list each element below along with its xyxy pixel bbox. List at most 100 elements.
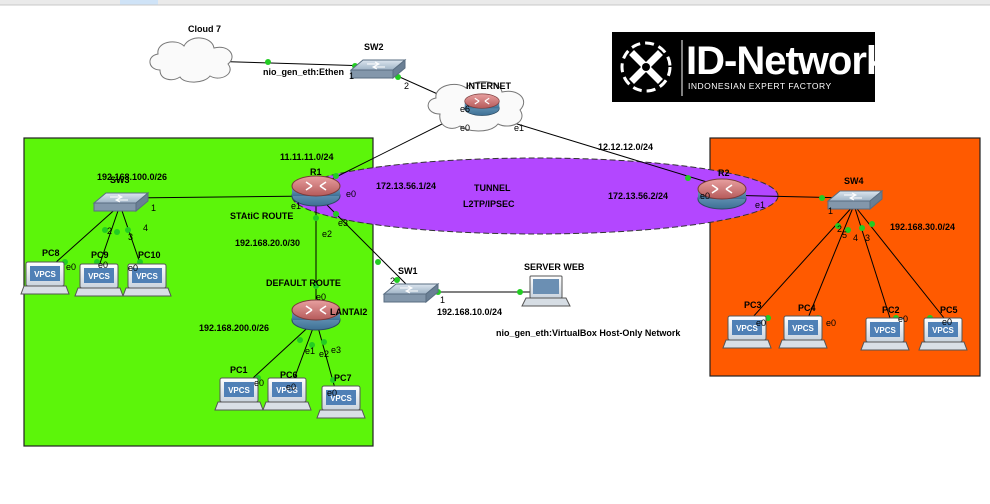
pc-pc9[interactable]: VPCS [74, 263, 124, 297]
r2-label: R2 [718, 168, 730, 178]
switch-sw3[interactable] [93, 192, 149, 212]
pc10-port: e0 [128, 263, 138, 273]
pc9-label: PC9 [91, 250, 109, 260]
sw4-port-5: 5 [842, 230, 847, 240]
pc-base [262, 401, 312, 411]
sw4-label: SW4 [844, 176, 864, 186]
r1-port-e1: e1 [291, 201, 301, 211]
vpcs-badge: VPCS [228, 386, 250, 395]
internet-label: INTERNET [466, 81, 512, 91]
sw4-port-3: 3 [865, 233, 870, 243]
switch-sw4[interactable] [827, 190, 883, 210]
pc-pc10[interactable]: VPCS [122, 263, 172, 297]
vpcs-badge: VPCS [932, 326, 954, 335]
pc-base [918, 341, 968, 351]
pc5-label: PC5 [940, 305, 958, 315]
pc-base [316, 409, 366, 419]
lantai2-port-e2: e2 [319, 349, 329, 359]
top-toolbar-edge [0, 0, 990, 5]
pc7-port: e0 [327, 388, 337, 398]
internet-port-e6: e6 [460, 104, 470, 114]
cloud-link-label: nio_gen_eth:Ethen [263, 67, 344, 77]
pc-pc8[interactable]: VPCS [20, 261, 70, 295]
pc-base [20, 285, 70, 295]
vpcs-badge: VPCS [136, 272, 158, 281]
sw4-port-4: 4 [853, 233, 858, 243]
server-label: SERVER WEB [524, 262, 585, 272]
server-subnet: 192.168.10.0/24 [437, 307, 502, 317]
link-r1-lantai2-subnet: 192.168.20.0/30 [235, 238, 300, 248]
pc-screen [326, 390, 356, 405]
pc-screen [132, 268, 162, 283]
pc-pc1[interactable]: VPCS [214, 377, 264, 411]
sw1-label: SW1 [398, 266, 418, 276]
r1-static-route-note: STAtiC ROUTE [230, 211, 293, 221]
pc-pc2[interactable]: VPCS [860, 317, 910, 351]
vpcs-badge: VPCS [330, 394, 352, 403]
r1-port-e0: e0 [346, 189, 356, 199]
pc5-port: e0 [942, 317, 952, 327]
switch-sw1[interactable] [383, 283, 439, 303]
r1-port-e3: e3 [338, 218, 348, 228]
r1-port-e2: e2 [322, 229, 332, 239]
server-nio: nio_gen_eth:VirtualBox Host-Only Network [496, 328, 681, 338]
pc-pc4[interactable]: VPCS [778, 315, 828, 349]
sw3-label: SW3 [110, 175, 130, 185]
r2-port-e0: e0 [700, 191, 710, 201]
sw1-port-1: 1 [440, 295, 445, 305]
pc-base [122, 287, 172, 297]
pc-screen [272, 382, 302, 397]
logo-subtitle: INDONESIAN EXPERT FACTORY [688, 81, 832, 91]
pc-screen [224, 382, 254, 397]
pc2-label: PC2 [882, 305, 900, 315]
vpcs-badge: VPCS [276, 386, 298, 395]
pc-screen [928, 322, 958, 337]
id-networkers-logo: ID-Networkers INDONESIAN EXPERT FACTORY [612, 32, 945, 102]
lantai2-subnet: 192.168.200.0/26 [199, 323, 269, 333]
x-logo-icon [620, 41, 672, 93]
sw1-port-2: 2 [390, 276, 395, 286]
pcs-layer: VPCSPC8e0VPCSPC9e0VPCSPC10e0VPCSPC1e0VPC… [20, 248, 968, 419]
lantai2-port-e3: e3 [331, 345, 341, 355]
pc-screen [732, 320, 762, 335]
r2-port-e1: e1 [755, 200, 765, 210]
pc-base [722, 339, 772, 349]
sw4-port-2: 2 [837, 224, 842, 234]
r1-wan-ip: 11.11.11.0/24 [280, 152, 334, 162]
pc-base [778, 339, 828, 349]
pc-base [860, 341, 910, 351]
server-web[interactable] [521, 275, 571, 307]
internet-port-e1: e1 [514, 123, 524, 133]
sw2-port-1: 1 [349, 71, 354, 81]
switch-sw2[interactable] [350, 59, 406, 79]
sw3-port-2: 2 [107, 226, 112, 236]
r2-wan-ip: 12.12.12.0/24 [598, 142, 653, 152]
pc-screen [84, 268, 114, 283]
pc7-label: PC7 [334, 373, 352, 383]
internet-port-e0: e0 [460, 123, 470, 133]
internet-cloud[interactable] [427, 81, 525, 132]
cloud-7[interactable] [149, 37, 233, 83]
vpcs-badge: VPCS [792, 324, 814, 333]
pc-pc5[interactable]: VPCS [918, 317, 968, 351]
pc-screen [788, 320, 818, 335]
toolbar-tab[interactable] [120, 0, 158, 5]
pc-pc6[interactable]: VPCS [262, 377, 312, 411]
pc3-label: PC3 [744, 300, 762, 310]
pc-screen [870, 322, 900, 337]
pc-pc7[interactable]: VPCS [316, 385, 366, 419]
tunnel-title: TUNNEL [474, 183, 511, 193]
sw3-subnet: 192.168.100.0/26 [97, 172, 167, 182]
sw2-port-2: 2 [404, 81, 409, 91]
lantai2-label: LANTAI2 [330, 307, 367, 317]
pc-base [74, 287, 124, 297]
r2-tunnel-ip: 172.13.56.2/24 [608, 191, 668, 201]
cloud-label: Cloud 7 [188, 24, 221, 34]
logo-title: ID-Networkers [686, 39, 944, 83]
vpcs-badge: VPCS [874, 326, 896, 335]
pc9-port: e0 [98, 260, 108, 270]
pc-pc3[interactable]: VPCS [722, 315, 772, 349]
vpcs-badge: VPCS [34, 270, 56, 279]
sw4-port-1: 1 [828, 206, 833, 216]
pc1-label: PC1 [230, 365, 248, 375]
